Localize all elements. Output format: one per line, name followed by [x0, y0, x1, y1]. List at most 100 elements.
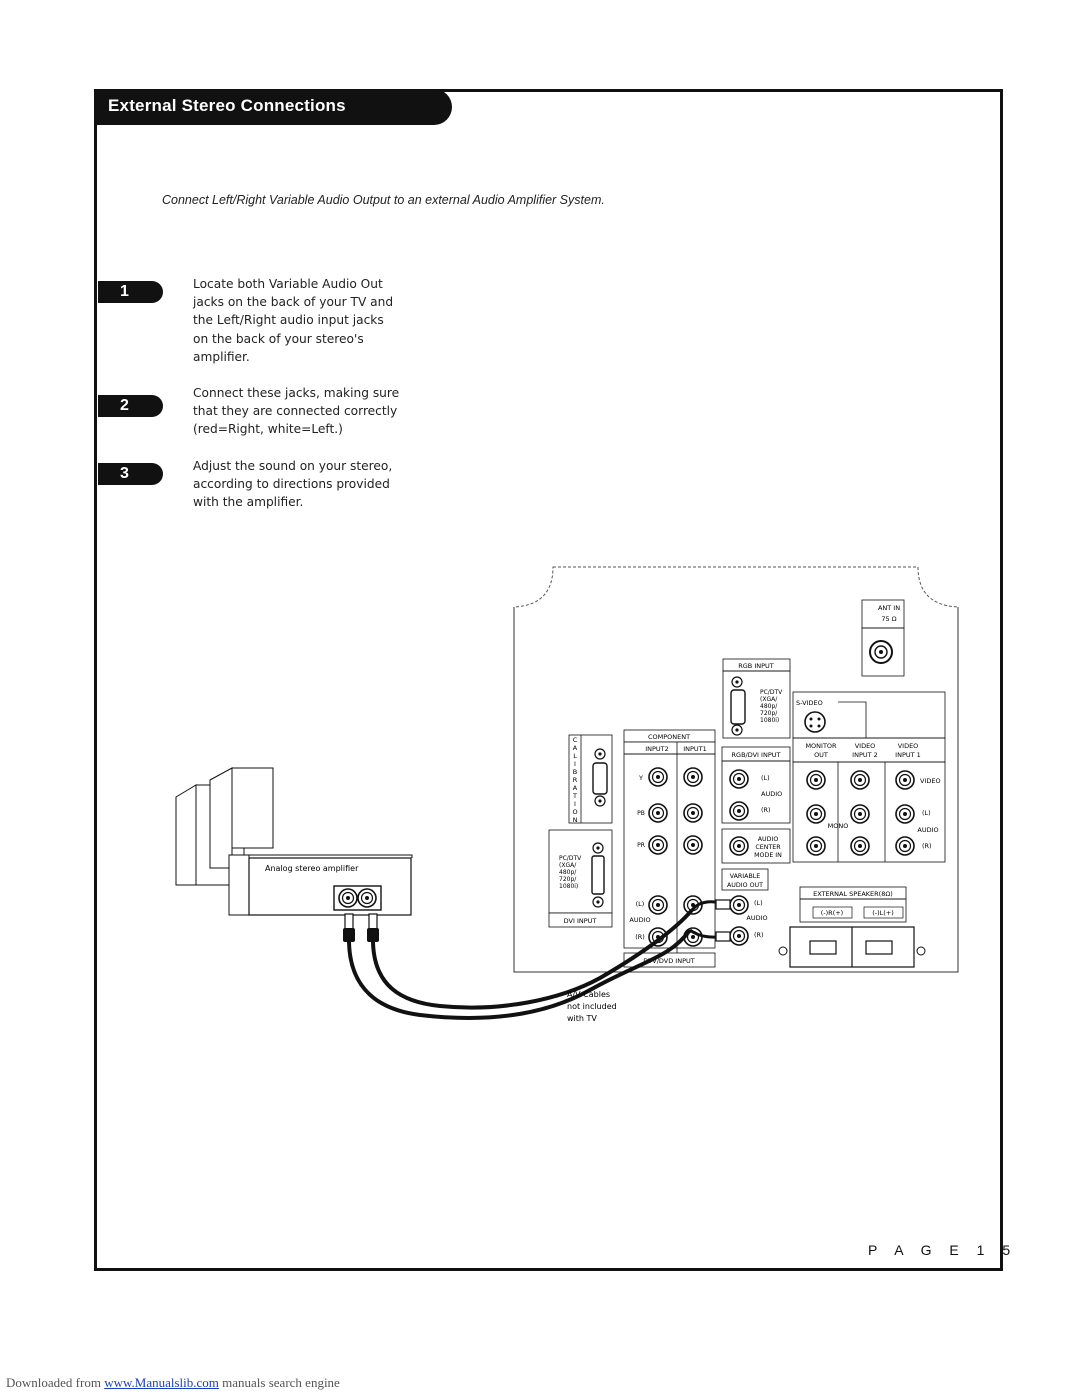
step-line: (red=Right, white=Left.)	[193, 422, 343, 437]
audio-label: AUDIO	[746, 914, 767, 922]
variable-audio-out-label: AUDIO OUT	[727, 882, 763, 889]
audio-label: AUDIO	[629, 916, 650, 924]
audio-r-label: (R)	[922, 842, 932, 850]
manualslib-link[interactable]: www.Manualslib.com	[104, 1375, 219, 1390]
mono-label: MONO	[828, 822, 849, 830]
monitor-out-label: MONITOR	[805, 742, 837, 750]
svg-text:CENTER: CENTER	[755, 844, 781, 851]
calibration-letter: I	[574, 800, 576, 808]
pc-dtv-line: (XGA/	[559, 862, 577, 869]
component-row-label: PB	[637, 810, 645, 817]
calibration-letter: L	[573, 752, 577, 760]
audio-r-label: (R)	[635, 933, 645, 941]
vga-port-icon	[730, 689, 746, 725]
amplifier-label: Analog stereo amplifier	[265, 864, 359, 873]
rgb-dvi-input-label: RGB/DVI INPUT	[732, 751, 781, 759]
ant-in-box	[861, 599, 905, 629]
component-label: COMPONENT	[648, 733, 690, 741]
svg-text:480p/: 480p/	[559, 869, 577, 876]
pc-dtv-line: 720p/	[559, 876, 577, 883]
speaker-terminal-icon	[809, 940, 837, 955]
audio-center-label: CENTER	[755, 844, 781, 851]
pc-dtv-line: (XGA/	[760, 696, 778, 703]
section-title: External Stereo Connections	[108, 96, 346, 115]
video-input2-label: VIDEO	[855, 742, 876, 750]
step-line: with the amplifier.	[193, 495, 304, 510]
footer-suffix: manuals search engine	[218, 1375, 340, 1390]
audio-label: AUDIO	[761, 790, 782, 798]
step-line: amplifier.	[193, 349, 250, 364]
step-line: Locate both Variable Audio Out	[193, 277, 383, 291]
dtv-dvd-input-label: DTV/DVD INPUT	[643, 957, 694, 965]
pc-dtv-line: 1080i)	[760, 717, 779, 724]
step-line: on the back of your stereo's	[193, 331, 364, 346]
tv-back-panel	[513, 566, 959, 973]
calibration-letter: A	[573, 784, 578, 792]
input2-label: INPUT2	[645, 745, 669, 753]
footer: Downloaded from www.Manualslib.com manua…	[6, 1375, 340, 1391]
calibration-letter: N	[573, 816, 578, 824]
svg-text:A/V Cables: A/V Cables	[567, 990, 610, 999]
component-row-label: Y	[638, 774, 643, 782]
step-line: that they are connected correctly	[193, 404, 398, 419]
step-number: 1	[120, 283, 129, 300]
amplifier-icon	[228, 854, 250, 916]
svg-text:480p/: 480p/	[760, 703, 778, 710]
pc-dtv-line: PC/DTV	[760, 689, 783, 696]
step-line: Connect these jacks, making sure	[193, 386, 400, 400]
calibration-letter: R	[573, 776, 578, 784]
svg-text:with TV: with TV	[567, 1014, 597, 1023]
calibration-letter: C	[573, 736, 578, 744]
svg-text:INPUT 2: INPUT 2	[852, 751, 878, 759]
audio-r-label: (R)	[754, 931, 764, 939]
step-line: according to directions provided	[193, 477, 390, 492]
page-number: P A G E 1 5	[868, 1242, 1018, 1258]
svg-text:1080i): 1080i)	[760, 717, 779, 724]
svg-text:MONITOR: MONITOR	[805, 742, 837, 750]
dvi-input-label: DVI INPUT	[564, 917, 597, 925]
svg-text:PC/DTV: PC/DTV	[559, 855, 582, 862]
cable-note-line: not included	[567, 1002, 617, 1011]
pc-dtv-line: 1080i)	[559, 883, 578, 890]
svg-text:VIDEO: VIDEO	[855, 742, 876, 750]
ant-in-label: ANT IN	[878, 604, 900, 612]
av-cable	[347, 928, 692, 1021]
step-number-badge: 3	[98, 463, 163, 485]
calibration-letter: B	[573, 768, 577, 776]
audio-l-label: (L)	[636, 900, 645, 908]
s-video-label: S-VIDEO	[796, 699, 823, 707]
audio-l-label: (L)	[761, 774, 770, 782]
step-3-text: Adjust the sound on your stereo, accordi…	[193, 457, 408, 512]
svg-text:AUDIO: AUDIO	[758, 836, 779, 843]
svg-text:(XGA/: (XGA/	[760, 696, 778, 703]
calibration-letter: A	[573, 744, 578, 752]
svg-text:OUT: OUT	[814, 751, 828, 759]
cable-note-line: A/V Cables	[567, 990, 610, 999]
pc-dtv-line: 480p/	[760, 703, 778, 710]
intro-text: Connect Left/Right Variable Audio Output…	[162, 193, 605, 207]
svg-text:720p/: 720p/	[559, 876, 577, 883]
audio-center-label: MODE IN	[754, 852, 782, 859]
external-speaker-label: EXTERNAL SPEAKER(8Ω)	[813, 890, 893, 898]
svg-text:PC/DTV: PC/DTV	[760, 689, 783, 696]
dvi-port-icon	[591, 855, 605, 895]
video-input1-label: VIDEO	[898, 742, 919, 750]
svg-text:VIDEO: VIDEO	[898, 742, 919, 750]
step-line: the Left/Right audio input jacks	[193, 313, 384, 328]
variable-audio-out-label: VARIABLE	[730, 873, 761, 880]
calibration-letter: O	[572, 808, 577, 816]
pc-dtv-line: 480p/	[559, 869, 577, 876]
speaker-terminal-icon	[865, 940, 893, 955]
step-number: 3	[120, 465, 129, 482]
calibration-box	[568, 734, 613, 824]
audio-r-label: (R)	[761, 806, 771, 814]
page-frame	[94, 89, 1003, 1271]
svg-text:(XGA/: (XGA/	[559, 862, 577, 869]
step-number-badge: 2	[98, 395, 163, 417]
speaker-icon	[175, 784, 197, 886]
video-input2-label: INPUT 2	[852, 751, 878, 759]
speaker-icon	[209, 767, 233, 869]
svg-text:720p/: 720p/	[760, 710, 778, 717]
s-video-jack-icon	[804, 711, 826, 733]
svg-text:AUDIO OUT: AUDIO OUT	[727, 882, 763, 889]
